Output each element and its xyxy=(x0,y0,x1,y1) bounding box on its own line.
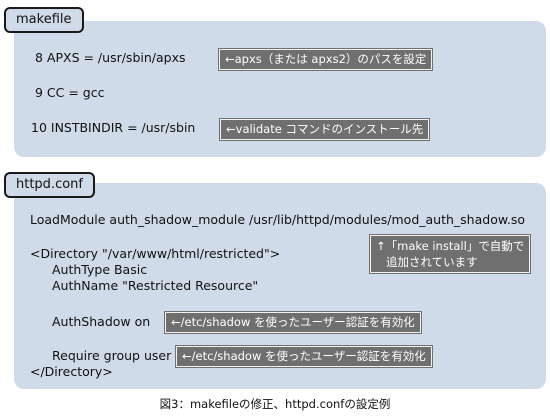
httpd-note-make-install-line2: 追加されています xyxy=(386,255,478,269)
makefile-line-cc: 9 CC = gcc xyxy=(35,85,105,100)
makefile-line-apxs: 8 APXS = /usr/sbin/apxs xyxy=(35,50,186,65)
makefile-line-instbindir: 10 INSTBINDIR = /usr/sbin xyxy=(31,120,196,135)
httpd-line-directory-close: </Directory> xyxy=(30,364,113,379)
makefile-title: makefile xyxy=(4,7,84,33)
httpd-line-authshadow: AuthShadow on xyxy=(52,314,151,329)
httpd-line-loadmodule: LoadModule auth_shadow_module /usr/lib/h… xyxy=(30,212,526,227)
httpd-line-require: Require group user xyxy=(52,348,172,363)
httpd-title: httpd.conf xyxy=(4,172,95,198)
makefile-note-apxs: ←apxs（または apxs2）のパスを設定 xyxy=(219,49,433,70)
httpd-line-directory-open: <Directory "/var/www/html/restricted"> xyxy=(30,246,281,261)
figure-caption: 図3：makefileの修正、httpd.confの設定例 xyxy=(159,397,391,411)
httpd-note-make-install: ↑「make install」で自動で 追加されています xyxy=(370,235,531,273)
makefile-note-instbindir: ←validate コマンドのインストール先 xyxy=(220,119,430,140)
httpd-note-make-install-line1: ↑「make install」で自動で xyxy=(376,239,525,253)
httpd-note-require: ←/etc/shadow を使ったユーザー認証を有効化 xyxy=(176,346,432,367)
httpd-line-authtype: AuthType Basic xyxy=(52,262,148,277)
httpd-line-authname: AuthName "Restricted Resource" xyxy=(52,278,259,293)
httpd-note-authshadow: ←/etc/shadow を使ったユーザー認証を有効化 xyxy=(165,312,421,333)
